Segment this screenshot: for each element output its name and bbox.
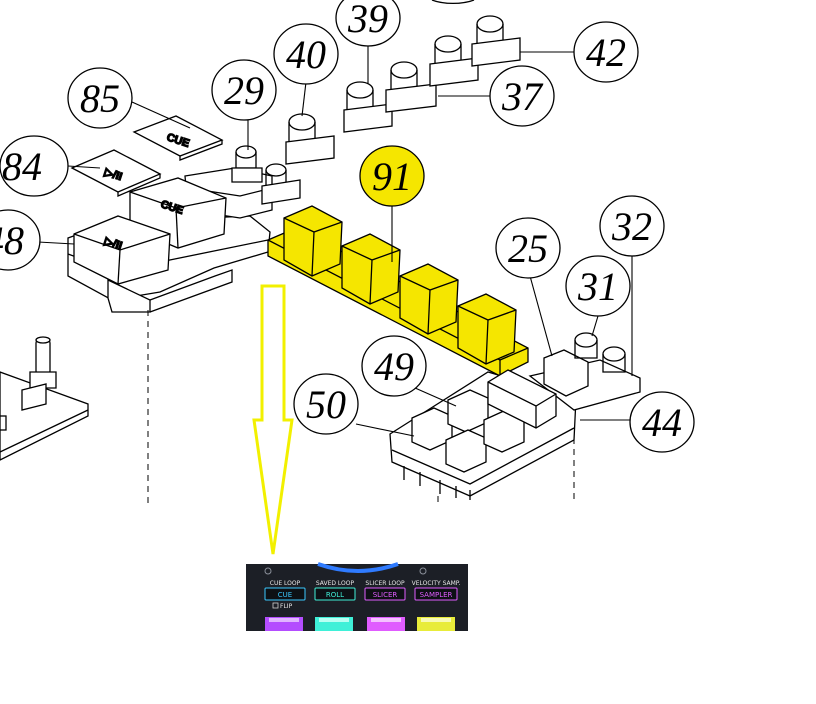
mode-button-slicer-label: SLICER: [373, 591, 398, 599]
play-key: ▷/II: [73, 215, 171, 285]
svg-text:44: 44: [642, 400, 682, 445]
switch-40: [285, 113, 335, 165]
transport-button-assembly: CUE ▷/II CUE ▷/II: [67, 115, 301, 313]
switch-31: [574, 332, 598, 359]
flip-icon: [272, 602, 279, 609]
callout-40: 40: [273, 23, 339, 85]
yellow-down-arrow: [252, 284, 294, 555]
switch-42b: [471, 15, 521, 67]
mode-label-velocity: VELOCITY SAMP.: [412, 580, 461, 587]
svg-text:85: 85: [80, 76, 120, 121]
svg-text:84: 84: [2, 144, 42, 189]
callout-44: 44: [629, 391, 695, 453]
svg-text:37: 37: [501, 74, 544, 119]
svg-text:91: 91: [372, 154, 412, 199]
svg-text:49: 49: [374, 344, 414, 389]
controller-panel-photo: CUE LOOP SAVED LOOP SLICER LOOP VELOCITY…: [246, 562, 468, 631]
svg-text:50: 50: [306, 382, 346, 427]
switch-49b: [445, 429, 487, 473]
svg-text:39: 39: [347, 0, 388, 41]
svg-text:48: 48: [0, 218, 24, 263]
svg-text:31: 31: [577, 264, 618, 309]
mode-button-cue: [264, 587, 306, 601]
switch-25: [543, 349, 589, 397]
svg-text:32: 32: [611, 204, 652, 249]
callout-25: 25: [495, 217, 561, 279]
switch-32: [602, 346, 626, 373]
svg-text:29: 29: [224, 68, 264, 113]
callout-42: 42: [573, 21, 639, 83]
encoder-board: [0, 336, 89, 461]
callout-50: 50: [293, 373, 359, 435]
callout-49: 49: [361, 335, 427, 397]
mode-button-roll: [314, 587, 356, 601]
mode-button-roll-label: ROLL: [326, 591, 344, 599]
tact-switch-29: [231, 145, 263, 183]
callout-84: 84: [0, 135, 69, 197]
svg-text:40: 40: [286, 32, 326, 77]
mode-label-saved-loop: SAVED LOOP: [316, 580, 355, 587]
callout-48: 48: [0, 209, 41, 271]
mode-label-slicer-loop: SLICER LOOP: [365, 580, 405, 587]
callout-37: 37: [489, 65, 555, 127]
callout-91: 91: [359, 145, 425, 207]
callout-39: 39: [335, 0, 401, 47]
switch-39a: [343, 81, 393, 133]
svg-text:42: 42: [586, 30, 626, 75]
switch-39b: [385, 61, 437, 113]
tact-switch-29b: [261, 163, 301, 205]
callout-31: 31: [565, 255, 631, 317]
callout-32: 32: [599, 195, 665, 257]
mode-label-cue-loop: CUE LOOP: [270, 580, 301, 587]
jog-wheel-ring: [317, 562, 399, 573]
mode-button-cue-label: CUE: [278, 591, 292, 599]
highlighted-part-91: [267, 205, 529, 377]
mode-button-sampler-label: SAMPLER: [420, 591, 453, 599]
switch-44-long: [487, 369, 557, 429]
lower-switch-assembly: [389, 332, 641, 500]
cue-cap-card: CUE: [132, 115, 224, 161]
callout-85: 85: [67, 67, 133, 129]
callout-partial-top: [431, 0, 475, 5]
play-cap-card: ▷/II: [70, 149, 162, 197]
switch-42a: [429, 35, 479, 87]
callout-29: 29: [211, 59, 277, 121]
mode-button-sampler: [414, 587, 458, 601]
flip-label: FLIP: [280, 603, 293, 610]
svg-text:25: 25: [508, 226, 548, 271]
dashed-reference-lines: [147, 310, 575, 504]
mode-button-slicer: [364, 587, 406, 601]
